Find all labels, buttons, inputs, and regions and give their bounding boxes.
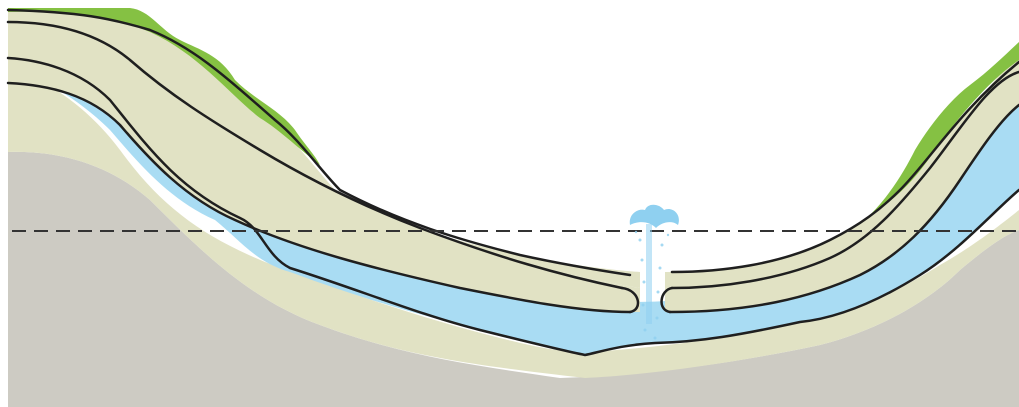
fountain-column: [646, 224, 652, 324]
